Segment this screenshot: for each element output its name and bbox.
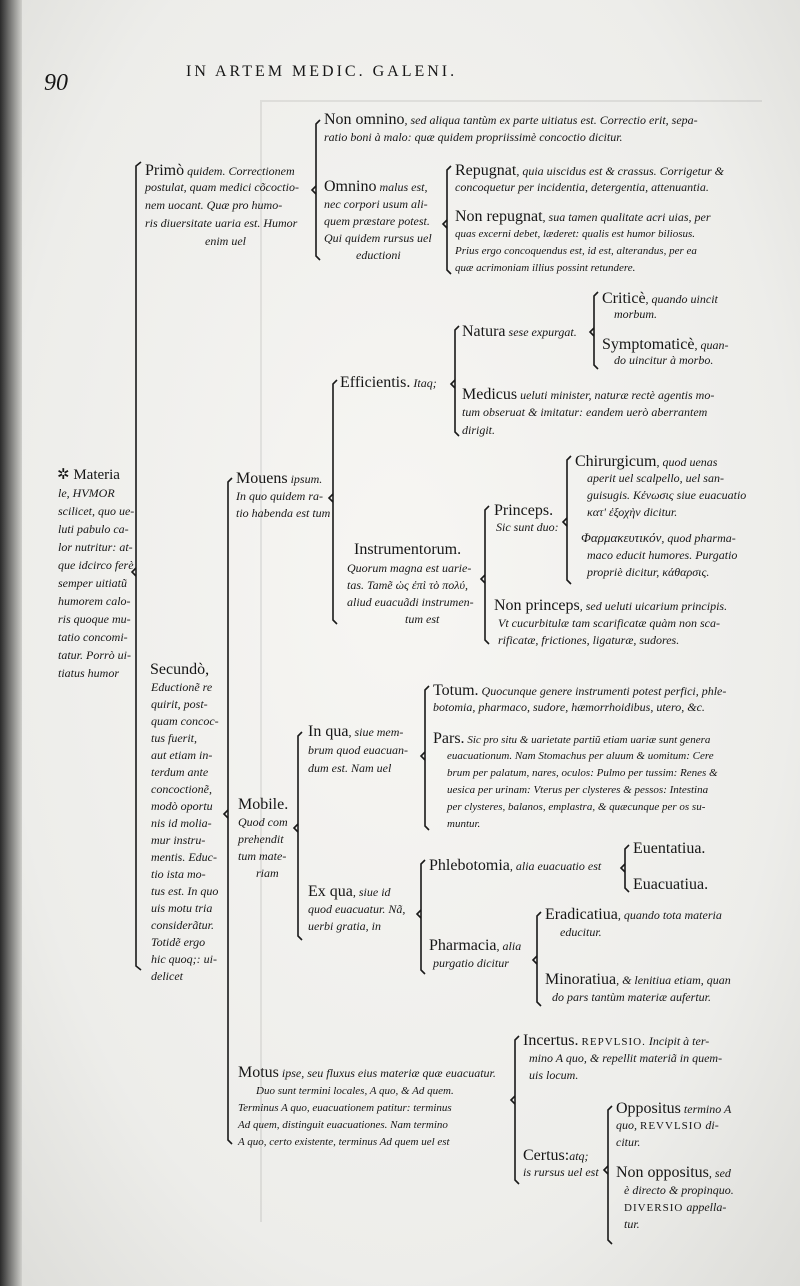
page-number: 90: [44, 70, 68, 96]
root-line: tatur. Porrò ui-: [58, 648, 132, 662]
root-line: ris quoque mu-: [58, 612, 131, 626]
root-line: scilicet, quo ue-: [58, 504, 135, 518]
branch-euentatiua: Euentatiua.: [633, 840, 706, 857]
root-line: lor nutritur: at-: [58, 540, 133, 554]
root-line: tatio concomi-: [58, 630, 128, 644]
show-through-bleed: [260, 100, 762, 1222]
root-line: le, HVMOR: [58, 486, 115, 500]
root-line: tiatus humor: [58, 666, 120, 680]
asterisk-ornament-icon: ✲: [57, 467, 70, 483]
running-title: IN ARTEM MEDIC. GALENI.: [186, 63, 458, 80]
primo-lead: Primò: [145, 162, 185, 179]
root-label: Materia: [73, 467, 120, 483]
root-line: luti pabulo ca-: [58, 522, 129, 536]
branch-euacuatiua: Euacuatiua.: [633, 876, 709, 893]
root-line: semper uitiatũ: [58, 576, 127, 590]
root-line: humorem calo-: [58, 594, 131, 608]
book-binding-shadow: [0, 0, 22, 1286]
root-line: que idcirco ferè: [58, 558, 134, 572]
